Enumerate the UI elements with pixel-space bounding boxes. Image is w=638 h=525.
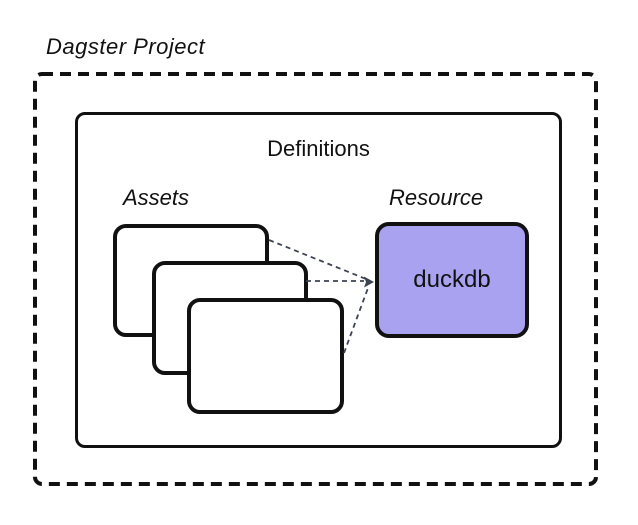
resource-node-label: duckdb <box>413 266 491 293</box>
diagram-title: Dagster Project <box>46 34 206 59</box>
assets-group-label: Assets <box>123 185 190 210</box>
resource-node-duckdb: duckdb <box>375 222 529 338</box>
definitions-label: Definitions <box>267 136 370 161</box>
resource-group-label: Resource <box>389 185 484 210</box>
asset-card-front <box>187 298 344 414</box>
